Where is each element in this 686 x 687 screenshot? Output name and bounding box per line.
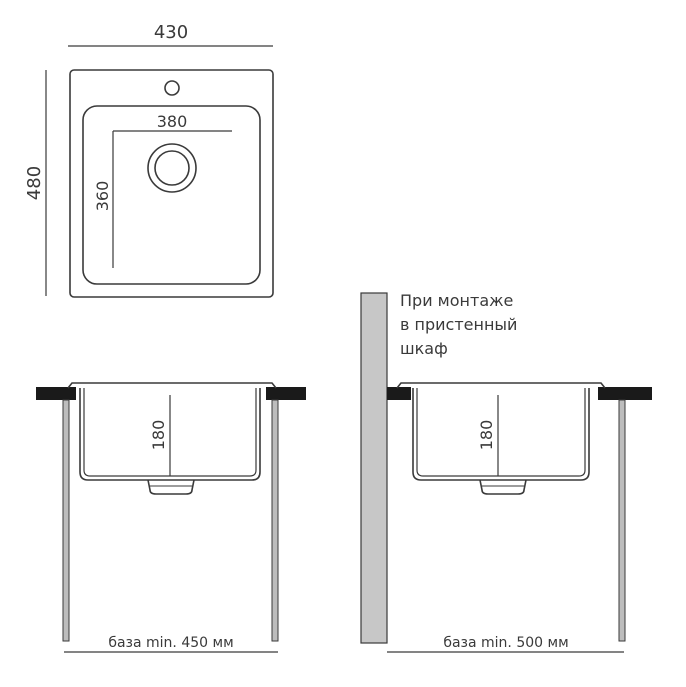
countertop-right: [266, 387, 306, 400]
height-label: 480: [24, 166, 45, 200]
sink-outline: [69, 69, 274, 298]
bowl-height-label: 360: [93, 181, 112, 212]
side-view-left: 180 база min. 450 мм: [36, 382, 306, 653]
drain-icon: [479, 479, 527, 495]
sink-bowl-profile: [412, 388, 590, 481]
sink-bowl-inner: [416, 388, 586, 477]
side-view-right: 180 При монтаже в пристенный шкаф база m…: [360, 291, 652, 653]
countertop-left: [387, 387, 411, 400]
cabinet-side-right: [271, 399, 279, 642]
bowl-width-label: 380: [157, 112, 188, 131]
countertop-right: [598, 387, 652, 400]
base-label: база min. 500 мм: [443, 635, 568, 651]
mounting-note-line-1: При монтаже: [400, 291, 513, 310]
cabinet-side-right: [618, 399, 626, 642]
sink-rim: [67, 382, 277, 389]
drain-icon: [147, 479, 195, 495]
mounting-note-line-2: в пристенный: [400, 315, 517, 334]
top-view: 430 480 380 360: [24, 22, 274, 298]
sink-rim: [396, 382, 606, 389]
cabinet-side-left: [62, 399, 70, 642]
mounting-note-line-3: шкаф: [400, 339, 448, 358]
drain-outer-icon: [147, 143, 197, 193]
wall-panel: [360, 292, 388, 644]
bowl-outline: [82, 105, 261, 285]
depth-label: 180: [149, 420, 168, 451]
countertop-left: [36, 387, 76, 400]
width-label: 430: [154, 22, 188, 43]
faucet-hole-icon: [164, 80, 180, 96]
base-label: база min. 450 мм: [108, 635, 233, 651]
depth-label: 180: [477, 420, 496, 451]
drain-inner-icon: [154, 150, 190, 186]
sink-bowl-profile: [79, 388, 261, 481]
